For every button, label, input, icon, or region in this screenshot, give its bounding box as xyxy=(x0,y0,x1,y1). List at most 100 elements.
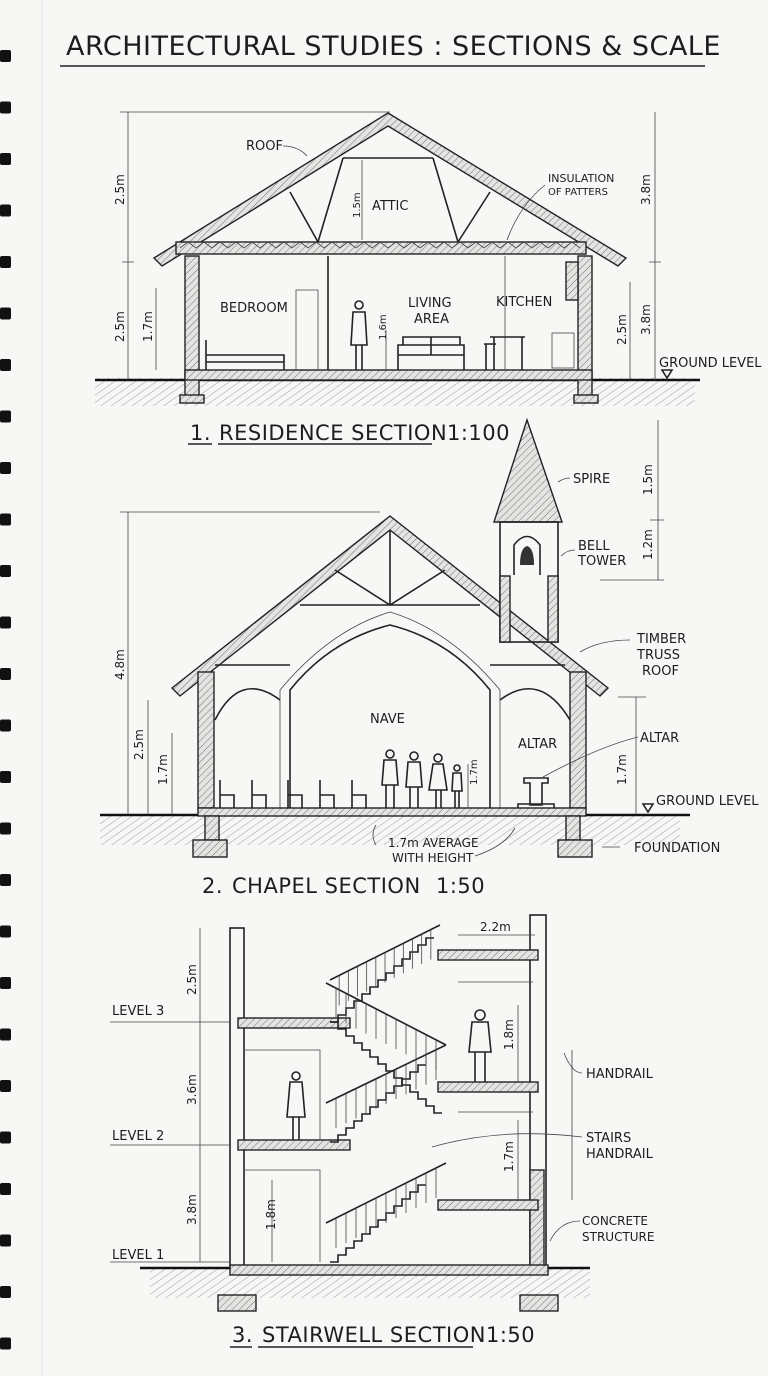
dim-door-lower: 1.8m xyxy=(264,1199,278,1230)
dim-left-outer: 2.5m xyxy=(132,729,146,760)
dim-spire: 1.5m xyxy=(641,464,655,495)
footing-left xyxy=(217,1294,257,1312)
dim-lower: 3.8m xyxy=(185,1194,199,1225)
doorways xyxy=(245,981,533,1262)
leader-arrows xyxy=(431,1052,583,1242)
person-figure-upper xyxy=(468,1009,492,1082)
label-roof: ROOF xyxy=(642,664,679,679)
right-wall xyxy=(569,671,587,809)
binding-ring xyxy=(0,719,11,732)
label-kitchen: KITCHEN xyxy=(496,295,552,310)
chapel-scale: 1:50 xyxy=(436,874,485,898)
kitchen-cabinet xyxy=(565,261,579,301)
kitchen-stove xyxy=(551,332,575,369)
dim-upper: 2.5m xyxy=(185,964,199,995)
binding-ring xyxy=(0,410,11,423)
binding-ring xyxy=(0,874,11,886)
binding-ring xyxy=(0,256,11,268)
binding-ring xyxy=(0,50,11,62)
label-handrail: HANDRAIL xyxy=(586,1067,654,1082)
footing-left xyxy=(192,839,228,858)
label-stairs: STAIRS xyxy=(586,1131,631,1146)
person-figure xyxy=(350,300,368,370)
footing-right xyxy=(557,839,593,858)
spiral-binding xyxy=(0,50,11,1350)
label-bell: BELL xyxy=(578,539,610,554)
binding-ring xyxy=(0,925,11,938)
slab-level-3 xyxy=(237,1017,351,1029)
dim-left-lower: 2.5m xyxy=(113,311,127,342)
binding-ring xyxy=(0,1183,11,1195)
floor-slab xyxy=(197,807,587,817)
leader-arrows xyxy=(372,477,639,857)
landing-mid xyxy=(437,1081,539,1093)
residence-scale: 1:100 xyxy=(447,421,510,445)
dimension-lines xyxy=(110,928,573,1263)
tower-brick xyxy=(499,575,511,643)
left-wall xyxy=(229,927,245,1269)
label-altar: ALTAR xyxy=(640,731,679,746)
person-figure-middle xyxy=(286,1071,306,1140)
binding-ring xyxy=(0,565,11,577)
label-truss: TRUSS xyxy=(636,648,680,663)
dim-right-lower: 3.8m xyxy=(639,304,653,335)
insulation-arrow xyxy=(506,184,546,241)
page-title: ARCHITECTURAL STUDIES : SECTIONS & SCALE xyxy=(66,31,721,62)
sofa xyxy=(397,336,465,370)
tower-brick xyxy=(547,575,559,643)
dim-attic: 1.5m xyxy=(352,192,363,218)
stair-flights xyxy=(330,937,442,1263)
label-living: LIVING xyxy=(408,296,452,311)
nave-arch-outer xyxy=(279,611,501,808)
dim-right-lower: 1.7m xyxy=(502,1141,516,1172)
roof xyxy=(152,112,628,267)
label-insulation: INSULATION xyxy=(548,172,614,185)
label-level-2: LEVEL 2 xyxy=(112,1129,164,1144)
binding-ring xyxy=(0,616,11,629)
roof-arrow xyxy=(282,145,308,157)
label-timber: TIMBER xyxy=(636,632,686,647)
bell-opening xyxy=(513,535,541,575)
dimension-lines xyxy=(120,111,661,380)
altar-table xyxy=(517,777,555,808)
label-average: 1.7m AVERAGE xyxy=(388,836,479,850)
binding-ring xyxy=(0,1028,11,1041)
label-with-height: WITH HEIGHT xyxy=(392,851,474,865)
label-attic: ATTIC xyxy=(372,199,408,214)
bed xyxy=(205,340,285,370)
attic-truss xyxy=(289,157,491,243)
bell-icon xyxy=(520,546,534,565)
binding-ring xyxy=(0,822,11,835)
dim-right-inner: 2.5m xyxy=(615,314,629,345)
ground-level-marker xyxy=(641,803,655,814)
dim-right: 1.7m xyxy=(615,754,629,785)
label-bedroom: BEDROOM xyxy=(220,301,288,316)
pews xyxy=(219,780,367,808)
binding-ring xyxy=(0,1080,11,1092)
truss-zigzag xyxy=(179,241,581,249)
foundation-wall-right xyxy=(565,815,581,841)
chapel-section: SPIRE BELL TOWER TIMBER TRUSS ROOF NAVE … xyxy=(100,417,759,898)
footing-right xyxy=(573,394,599,404)
footing-left xyxy=(179,394,205,404)
dim-right-upper: 3.8m xyxy=(639,174,653,205)
label-foundation: FOUNDATION xyxy=(634,841,720,856)
side-arches xyxy=(214,688,571,721)
floor-slab xyxy=(184,369,593,381)
label-area: AREA xyxy=(414,312,449,327)
dim-left-inner: 1.7m xyxy=(156,754,170,785)
binding-ring xyxy=(0,1234,11,1247)
dim-left-inner: 1.7m xyxy=(141,311,155,342)
binding-ring xyxy=(0,771,11,783)
dim-person: 1.6m xyxy=(378,314,389,340)
binding-ring xyxy=(0,1131,11,1144)
residence-section: ROOF ATTIC INSULATION OF PATTERS BEDROOM… xyxy=(95,111,762,445)
kitchen-table xyxy=(484,336,525,370)
ground-level-marker xyxy=(660,369,674,380)
label-roof: ROOF xyxy=(246,139,283,154)
binding-ring xyxy=(0,359,11,371)
binding-ring xyxy=(0,153,11,165)
label-level-3: LEVEL 3 xyxy=(112,1004,164,1019)
label-nave: NAVE xyxy=(370,712,405,727)
